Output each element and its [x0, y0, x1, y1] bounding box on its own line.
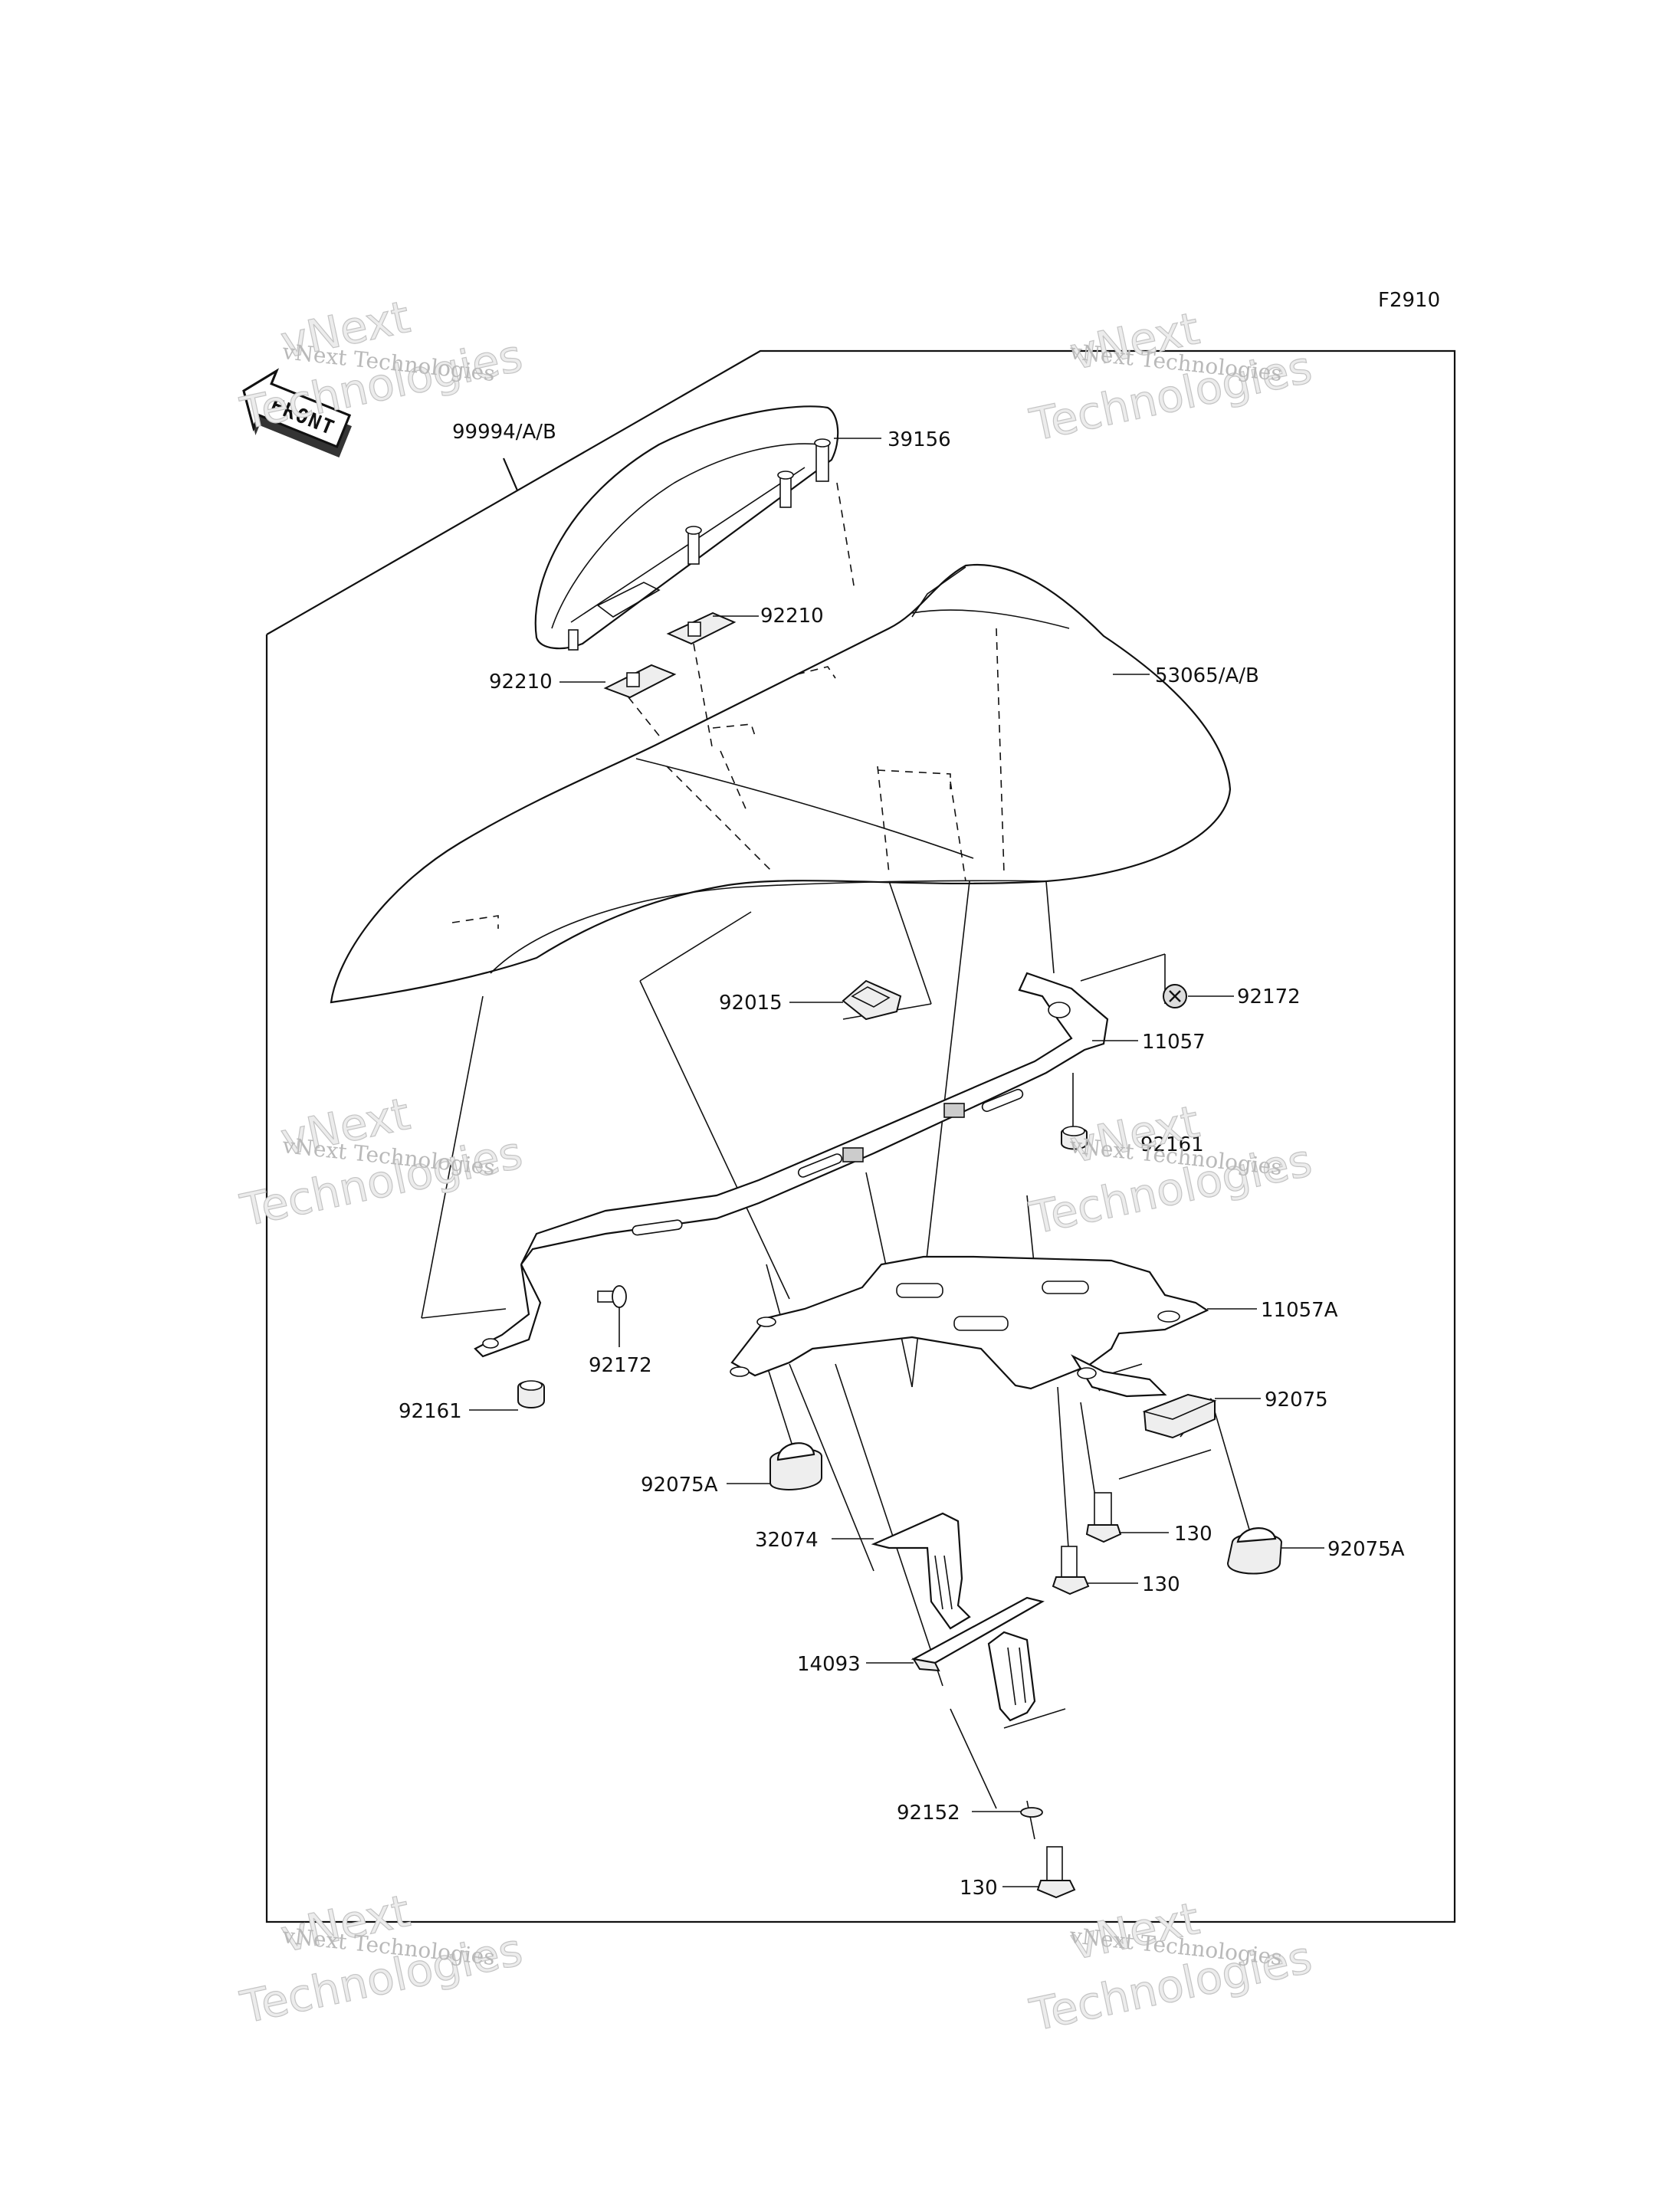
label-92161-b: 92161	[399, 1400, 462, 1423]
plate-14093-part	[911, 1596, 1045, 1722]
label-130-a: 130	[1174, 1523, 1212, 1546]
grommet-92210-a	[603, 664, 677, 699]
damper-92075A-a-part	[769, 1442, 822, 1490]
label-92172-b: 92172	[589, 1354, 652, 1377]
diagram-code: F2910	[1378, 289, 1440, 312]
label-53065: 53065/A/B	[1155, 664, 1259, 687]
bolt-130-a-part	[1085, 1492, 1122, 1543]
label-92210-a: 92210	[489, 671, 553, 694]
label-92075A-b: 92075A	[1327, 1538, 1405, 1561]
label-92015: 92015	[719, 992, 783, 1015]
screw-92172-b-part	[597, 1285, 627, 1308]
bolt-130-b-part	[1052, 1546, 1090, 1595]
label-32074: 32074	[755, 1529, 819, 1552]
label-92075A-a: 92075A	[641, 1474, 718, 1497]
washer-92152-part	[1020, 1807, 1043, 1818]
grommet-92161-b-part	[517, 1380, 545, 1408]
leader-guide-lines	[421, 880, 1258, 1840]
label-130-b: 130	[1142, 1573, 1180, 1596]
label-92075: 92075	[1265, 1389, 1328, 1412]
screw-92172-a-part	[1163, 984, 1187, 1008]
label-39156: 39156	[888, 428, 951, 451]
grommet-92161-a-part	[1061, 1126, 1088, 1150]
label-11057: 11057	[1142, 1031, 1206, 1054]
label-99994: 99994/A/B	[452, 421, 556, 444]
watermarks: vNext Technologies vNext Technologies vN…	[235, 290, 1317, 2042]
assembly-frame	[265, 349, 1456, 1923]
bolt-130-c-part	[1036, 1846, 1076, 1899]
clip-92015-part	[842, 979, 902, 1021]
label-92210-b: 92210	[760, 605, 824, 628]
bracket-32074-part	[871, 1512, 971, 1630]
label-92161-a: 92161	[1140, 1133, 1204, 1156]
label-11057A: 11057A	[1261, 1299, 1338, 1322]
grommet-92210-b	[666, 612, 737, 645]
bracket-11057-part	[474, 972, 1109, 1358]
front-arrow-icon: FRONT	[242, 368, 352, 457]
label-130-c: 130	[960, 1877, 998, 1900]
assembly-dashed-lines	[628, 482, 1005, 882]
damper-92075A-b-part	[1226, 1527, 1283, 1575]
seat-cover-main-part	[330, 563, 1232, 1004]
rubber-block-92075-part	[1142, 1393, 1217, 1439]
label-92152: 92152	[897, 1802, 960, 1825]
callouts: 99994/A/B 39156 92210 92210 53065/A/B 92…	[399, 421, 1405, 1900]
seat-cowl-top-part	[534, 405, 839, 651]
label-14093: 14093	[797, 1653, 861, 1676]
label-92172-a: 92172	[1237, 985, 1301, 1008]
bracket-11057A-part	[730, 1255, 1209, 1398]
